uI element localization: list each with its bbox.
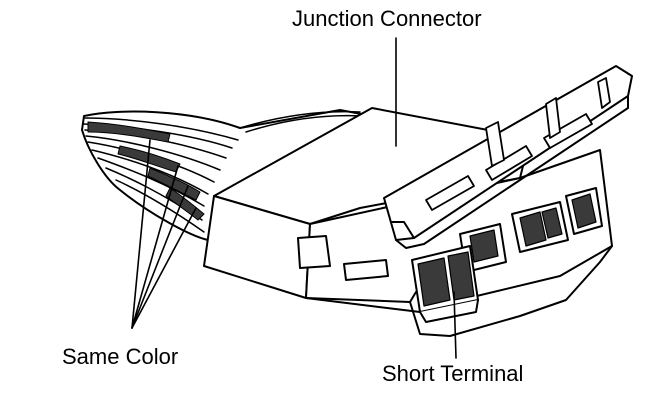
same-color-leader-1 xyxy=(131,139,151,329)
same-color-label: Same Color xyxy=(62,344,179,369)
terminal-pins xyxy=(469,193,597,263)
cover-ribs xyxy=(425,77,611,211)
short-terminal xyxy=(411,245,479,323)
leader-lines xyxy=(131,37,457,359)
connector-side-tab xyxy=(297,235,331,269)
wire-bundle xyxy=(81,109,373,241)
same-color-leader-4 xyxy=(131,207,197,329)
same-color-leader-3 xyxy=(131,185,189,329)
same-color-leader-2 xyxy=(131,165,179,329)
connector-lower-rail xyxy=(305,245,613,337)
connector-body xyxy=(203,107,613,337)
short-terminal-leader xyxy=(453,291,457,359)
wire-bundle-outline xyxy=(81,109,373,241)
hinged-cover xyxy=(383,65,633,249)
junction-connector-label: Junction Connector xyxy=(292,6,482,31)
terminal-cavities xyxy=(459,187,603,273)
short-terminal-label: Short Terminal xyxy=(382,361,524,386)
